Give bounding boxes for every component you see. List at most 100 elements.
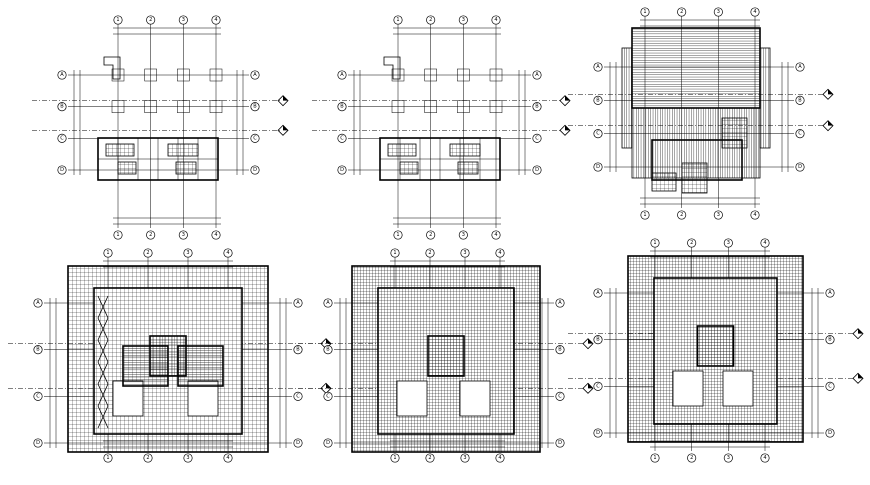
column-footing [209,68,223,82]
column-footing [489,100,503,113]
grid-bubble-col-2-label: 2 [690,240,693,246]
grid-bubble-col-bottom-1-label: 1 [106,455,109,461]
grid-bubble-col-4: 4 [491,15,501,25]
grid-bubble-col-bottom-4-label: 4 [498,455,501,461]
bracing-line [97,383,109,407]
grid-bubble-col-bottom-2-label: 2 [690,455,693,461]
grid-bubble-row-A: A [323,298,333,308]
grid-bubble-col-bottom-3-label: 3 [462,232,465,238]
grid-bubble-row-B: B [57,102,67,112]
column-footing [177,100,190,113]
grid-bubble-row-B: B [593,335,603,345]
room-block [396,380,428,417]
grid-bubble-col-2-label: 2 [680,9,683,15]
grid-bubble-row-A: A [33,298,43,308]
grid-bubble-col-bottom-1: 1 [650,453,660,463]
grid-bubble-col-3-label: 3 [463,250,466,256]
grid-bubble-col-bottom-3: 3 [723,453,733,463]
grid-bubble-row-A: A [57,70,67,80]
grid-bubble-col-bottom-3: 3 [458,230,468,240]
column-footing [424,68,437,82]
grid-bubble-row-right-A-label: A [253,72,257,78]
grid-bubble-row-right-D: D [795,162,805,172]
bracing-line [97,317,109,341]
grid-bubble-row-B-label: B [596,337,600,343]
grid-bubble-row-C-label: C [340,135,344,141]
grid-bubble-col-3: 3 [713,7,723,17]
grid-bubble-row-D-label: D [340,167,344,173]
column-footing [457,68,470,82]
room-block [167,143,199,157]
grid-bubble-col-1: 1 [640,7,650,17]
column-footing [489,68,503,82]
grid-bubble-row-A: A [593,288,603,298]
grid-bubble-row-B-label: B [60,104,64,110]
grid-bubble-col-1: 1 [103,248,113,258]
grid-bubble-col-bottom-1: 1 [393,230,403,240]
grid-bubble-row-C: C [593,381,603,391]
grid-bubble-col-bottom-2: 2 [425,453,435,463]
grid-bubble-col-bottom-1: 1 [640,210,650,220]
grid-bubble-col-bottom-4: 4 [750,210,760,220]
grid-bubble-col-bottom-3: 3 [713,210,723,220]
grid-bubble-row-B-label: B [326,347,330,353]
grid-bubble-row-right-C: C [555,391,565,401]
grid-bubble-col-4-label: 4 [214,17,217,23]
grid-bubble-col-bottom-3-label: 3 [727,455,730,461]
grid-bubble-row-right-D: D [555,438,565,448]
column-footing [457,100,470,113]
grid-bubble-col-4-label: 4 [494,17,497,23]
grid-bubble-row-right-A-label: A [828,290,832,296]
grid-bubble-row-right-D-label: D [828,430,832,436]
grid-bubble-row-right-B-label: B [296,347,300,353]
grid-bubble-col-bottom-3: 3 [183,453,193,463]
room-block [122,345,169,387]
grid-bubble-col-3-label: 3 [717,9,720,15]
column-footing [209,100,223,113]
grid-bubble-col-bottom-2-label: 2 [428,455,431,461]
bracing-line [97,405,109,429]
grid-bubble-row-B: B [323,345,333,355]
grid-bubble-row-C: C [33,391,43,401]
grid-bubble-row-right-C: C [795,129,805,139]
grid-bubble-row-C-label: C [60,135,64,141]
room-block [175,161,197,175]
grid-bubble-row-B-label: B [36,347,40,353]
room-block [399,161,419,175]
grid-bubble-row-B: B [593,95,603,105]
grid-bubble-col-3-label: 3 [462,17,465,23]
grid-bubble-col-bottom-4: 4 [495,453,505,463]
grid-bubble-row-right-D-label: D [798,164,802,170]
grid-bubble-row-A: A [593,62,603,72]
grid-bubble-col-4-label: 4 [226,250,229,256]
grid-bubble-row-right-B: B [825,335,835,345]
grid-bubble-col-3: 3 [183,248,193,258]
grid-bubble-col-bottom-3-label: 3 [182,232,185,238]
grid-bubble-col-1-label: 1 [643,9,646,15]
grid-bubble-col-bottom-2-label: 2 [149,232,152,238]
grid-bubble-col-2: 2 [426,15,436,25]
section-marker-icon [559,124,571,136]
stair-core [696,325,735,367]
roof-slab [631,27,761,109]
bracing-line [97,339,109,363]
grid-bubble-row-right-A-label: A [558,300,562,306]
grid-bubble-row-right-B: B [532,102,542,112]
grid-bubble-row-right-B-label: B [558,347,562,353]
grid-bubble-row-C: C [323,391,333,401]
grid-bubble-col-bottom-2-label: 2 [680,212,683,218]
grid-bubble-row-D-label: D [36,440,40,446]
grid-bubble-row-right-B-label: B [798,97,802,103]
grid-bubble-row-D: D [57,165,67,175]
section-marker-icon [277,124,289,136]
grid-bubble-row-A-label: A [596,290,600,296]
stair-block [681,162,708,194]
grid-bubble-row-right-C-label: C [558,393,562,399]
room-block [459,380,491,417]
grid-bubble-col-4-label: 4 [753,9,756,15]
grid-bubble-col-bottom-1-label: 1 [393,455,396,461]
grid-bubble-row-C: C [337,133,347,143]
grid-bubble-col-bottom-1-label: 1 [653,455,656,461]
